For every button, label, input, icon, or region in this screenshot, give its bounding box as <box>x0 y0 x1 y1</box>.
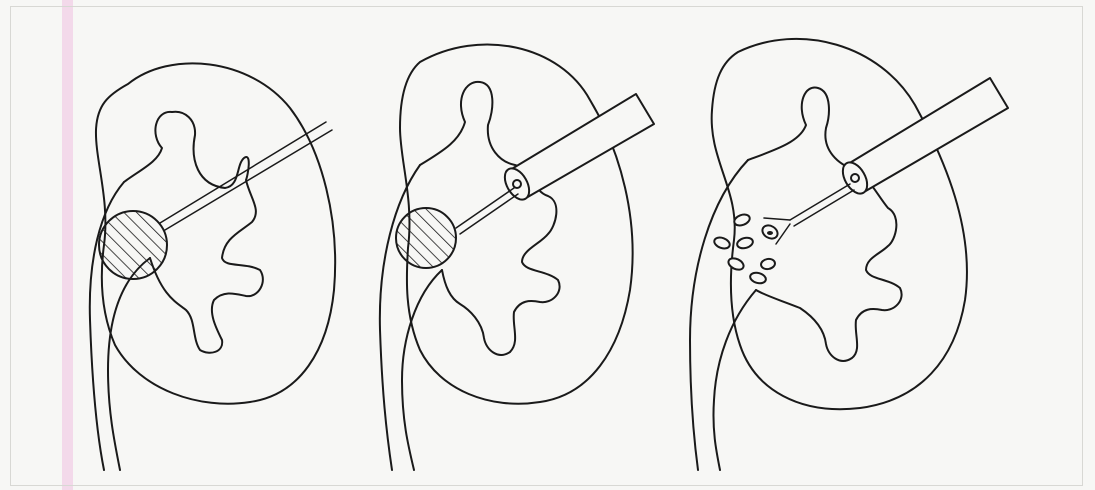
access-sheath-2 <box>510 94 654 198</box>
grasper-jaw-upper <box>764 218 790 220</box>
probe-a <box>456 188 514 228</box>
ureter-right-3 <box>713 290 756 470</box>
fragment-core <box>767 231 773 235</box>
stone-fragments <box>713 213 780 285</box>
fragment <box>749 271 767 285</box>
fragment <box>713 236 731 251</box>
grasper-shaft-a <box>790 184 850 220</box>
access-sheath-3 <box>848 78 1008 192</box>
fragment <box>733 213 751 228</box>
guidewire-a <box>160 122 326 223</box>
panel-1 <box>90 63 335 470</box>
fragment <box>727 256 746 272</box>
fragment <box>736 236 754 250</box>
grasper-shaft-b <box>794 190 854 226</box>
panel-2 <box>380 44 654 470</box>
stone-2 <box>396 208 456 268</box>
renal-pelvis-3 <box>748 87 902 360</box>
guidewire-b <box>165 130 332 230</box>
fragment <box>760 258 776 270</box>
stone-1 <box>99 211 167 279</box>
panel-3 <box>690 39 1008 470</box>
sheath-channel-2 <box>513 180 521 188</box>
sheath-channel-3 <box>851 174 859 182</box>
probe-b <box>460 194 518 234</box>
kidney-outline-3 <box>712 39 967 409</box>
